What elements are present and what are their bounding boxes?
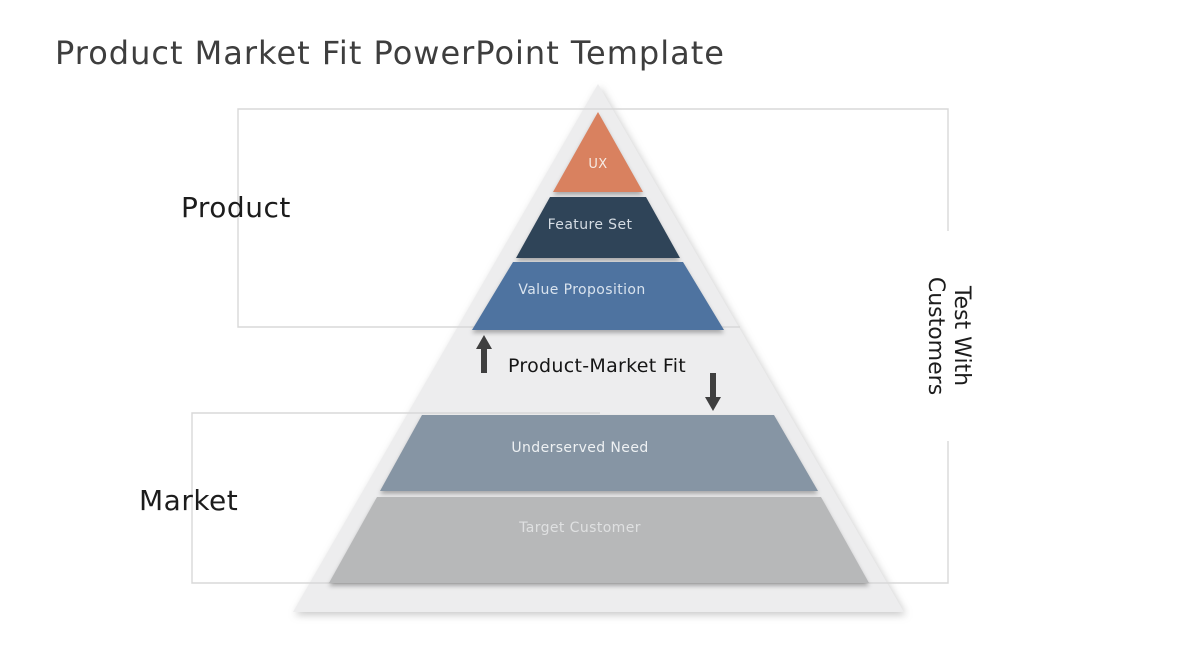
market-group-frame	[191, 412, 949, 584]
product-group-frame	[237, 108, 949, 328]
layer-value-proposition-shape	[472, 262, 724, 330]
product-market-fit-label: Product-Market Fit	[508, 355, 687, 377]
layer-target-customer-label: Target Customer	[518, 520, 641, 536]
layer-ux-label: UX	[588, 157, 607, 172]
product-group-label: Product	[181, 191, 291, 224]
layer-target-customer-shape	[329, 497, 869, 583]
layer-ux-shape	[553, 112, 643, 192]
layer-feature-set-label: Feature Set	[548, 217, 633, 233]
test-with-customers-line2: Customers	[923, 276, 948, 396]
page-title: Product Market Fit PowerPoint Template	[55, 34, 725, 72]
down-arrow-icon	[705, 373, 721, 411]
layer-value-proposition-label: Value Proposition	[518, 282, 645, 298]
test-with-customers-label: Test With Customers	[920, 231, 976, 441]
layer-underserved-need-label: Underserved Need	[511, 440, 648, 456]
test-with-customers-line1: Test With	[949, 285, 974, 387]
layer-feature-set-shape	[516, 197, 680, 258]
market-group-label: Market	[139, 484, 239, 517]
layer-underserved-need-shape	[380, 415, 818, 491]
up-arrow-icon	[476, 335, 492, 373]
